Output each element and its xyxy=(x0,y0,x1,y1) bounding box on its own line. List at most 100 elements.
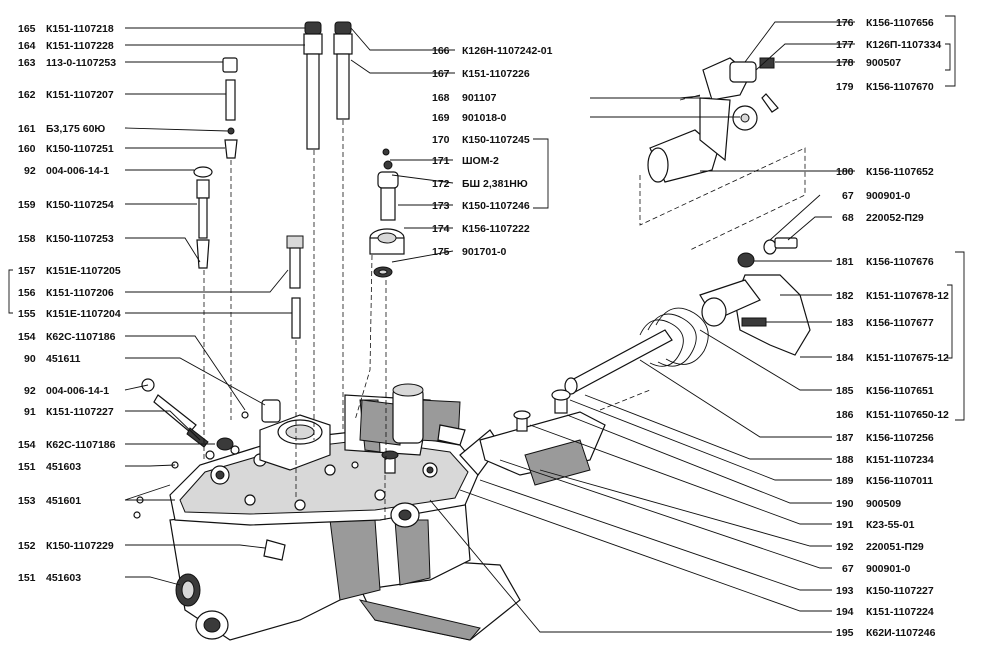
callout-part: К151-1107678-12 xyxy=(866,290,949,302)
callout-num: 155 xyxy=(18,308,36,320)
callout-num: 171 xyxy=(432,155,450,167)
callout-part: 901107 xyxy=(462,92,497,104)
callout-num: 67 xyxy=(842,190,854,202)
callout-part: К151-1107207 xyxy=(46,89,114,101)
callout-num: 161 xyxy=(18,123,36,135)
callout-num: 156 xyxy=(18,287,36,299)
callout-part: 451603 xyxy=(46,572,81,584)
callout-num: 92 xyxy=(24,385,36,397)
callout-part: 004-006-14-1 xyxy=(46,165,109,177)
callout-num: 157 xyxy=(18,265,36,277)
assembly-dashed-lines xyxy=(203,94,806,520)
callout-part: К151-1107650-12 xyxy=(866,409,949,421)
callout-num: 179 xyxy=(836,81,854,93)
callout-num: 186 xyxy=(836,409,854,421)
callout-num: 180 xyxy=(836,166,854,178)
callout-part: К156-1107222 xyxy=(462,223,530,235)
callout-part: К150-1107251 xyxy=(46,143,114,155)
callout-num: 175 xyxy=(432,246,450,258)
callout-part: К150-1107245 xyxy=(462,134,530,146)
callout-part: ШОМ-2 xyxy=(462,155,499,167)
callout-part: К156-1107676 xyxy=(866,256,934,268)
callout-num: 174 xyxy=(432,223,450,235)
callout-part: 451603 xyxy=(46,461,81,473)
callouts-middle: 166 К126Н-1107242-01 167 К151-1107226 16… xyxy=(432,45,553,258)
callout-part: К156-1107652 xyxy=(866,166,934,178)
callout-num: 67 xyxy=(842,563,854,575)
callout-part: 004-006-14-1 xyxy=(46,385,109,397)
callout-num: 152 xyxy=(18,540,36,552)
callout-num: 183 xyxy=(836,317,854,329)
callout-part: К150-1107254 xyxy=(46,199,114,211)
callout-part: К151-1107224 xyxy=(866,606,934,618)
callout-num: 164 xyxy=(18,40,36,52)
callout-part: К151-1107228 xyxy=(46,40,114,52)
callout-part: 451611 xyxy=(46,353,81,365)
callout-num: 176 xyxy=(836,17,854,29)
callout-part: 113-0-1107253 xyxy=(46,57,116,69)
callout-num: 158 xyxy=(18,233,36,245)
callout-num: 192 xyxy=(836,541,854,553)
callout-num: 92 xyxy=(24,165,36,177)
middle-valve-parts xyxy=(369,148,405,278)
callout-num: 91 xyxy=(24,406,36,418)
callout-part: К23-55-01 xyxy=(866,519,915,531)
callout-num: 178 xyxy=(836,57,854,69)
carburetor-body xyxy=(169,394,521,641)
callout-num: 169 xyxy=(432,112,450,124)
callouts-right: 176 К156-1107656 177 К126П-1107334 178 9… xyxy=(836,17,949,639)
callout-part: 900901-0 xyxy=(866,190,911,202)
callout-part: К126П-1107334 xyxy=(866,39,941,51)
callout-part: К156-1107677 xyxy=(866,317,934,329)
callout-part: БШ 2,381НЮ xyxy=(462,178,528,190)
callout-part: К150-1107227 xyxy=(866,585,934,597)
callout-part: К62С-1107186 xyxy=(46,439,116,451)
callout-num: 168 xyxy=(432,92,450,104)
callout-part: К156-1107011 xyxy=(866,475,933,487)
callout-num: 184 xyxy=(836,352,854,364)
callout-part: К156-1107651 xyxy=(866,385,934,397)
callout-num: 163 xyxy=(18,57,36,69)
callout-num: 188 xyxy=(836,454,854,466)
callout-part: К156-1107670 xyxy=(866,81,934,93)
callout-part: 220051-П29 xyxy=(866,541,924,553)
callout-part: К62И-1107246 xyxy=(866,627,936,639)
callout-num: 194 xyxy=(836,606,854,618)
callout-part: 901018-0 xyxy=(462,112,507,124)
callout-num: 68 xyxy=(842,212,854,224)
callout-part: К151-1107226 xyxy=(462,68,530,80)
callout-part: 220052-П29 xyxy=(866,212,924,224)
callout-part: К156-1107256 xyxy=(866,432,934,444)
callout-num: 187 xyxy=(836,432,854,444)
callout-part: К126Н-1107242-01 xyxy=(462,45,553,57)
callout-part: 451601 xyxy=(46,495,81,507)
callout-num: 177 xyxy=(836,39,854,51)
callout-num: 165 xyxy=(18,23,36,35)
callout-part: 900509 xyxy=(866,498,901,510)
callout-part: К150-1107253 xyxy=(46,233,114,245)
callout-part: 901701-0 xyxy=(462,246,507,258)
callout-num: 162 xyxy=(18,89,36,101)
callout-part: К151-1107227 xyxy=(46,406,114,418)
callout-num: 173 xyxy=(432,200,450,212)
callout-num: 154 xyxy=(18,439,36,451)
callout-part: 900507 xyxy=(866,57,901,69)
callout-num: 159 xyxy=(18,199,36,211)
callout-num: 154 xyxy=(18,331,36,343)
callout-num: 190 xyxy=(836,498,854,510)
callout-num: 90 xyxy=(24,353,36,365)
callout-num: 167 xyxy=(432,68,450,80)
callout-part: К150-1107246 xyxy=(462,200,530,212)
left-jets-parts xyxy=(133,21,359,561)
leader-lines xyxy=(8,15,965,633)
callout-num: 153 xyxy=(18,495,36,507)
callout-num: 195 xyxy=(836,627,854,639)
callout-part: Б3,175 60Ю xyxy=(46,123,105,135)
callout-part: 900901-0 xyxy=(866,563,911,575)
callout-part: К62С-1107186 xyxy=(46,331,116,343)
callout-part: К151-1107206 xyxy=(46,287,114,299)
callout-num: 182 xyxy=(836,290,854,302)
callout-num: 172 xyxy=(432,178,450,190)
callout-part: К151Е-1107205 xyxy=(46,265,121,277)
